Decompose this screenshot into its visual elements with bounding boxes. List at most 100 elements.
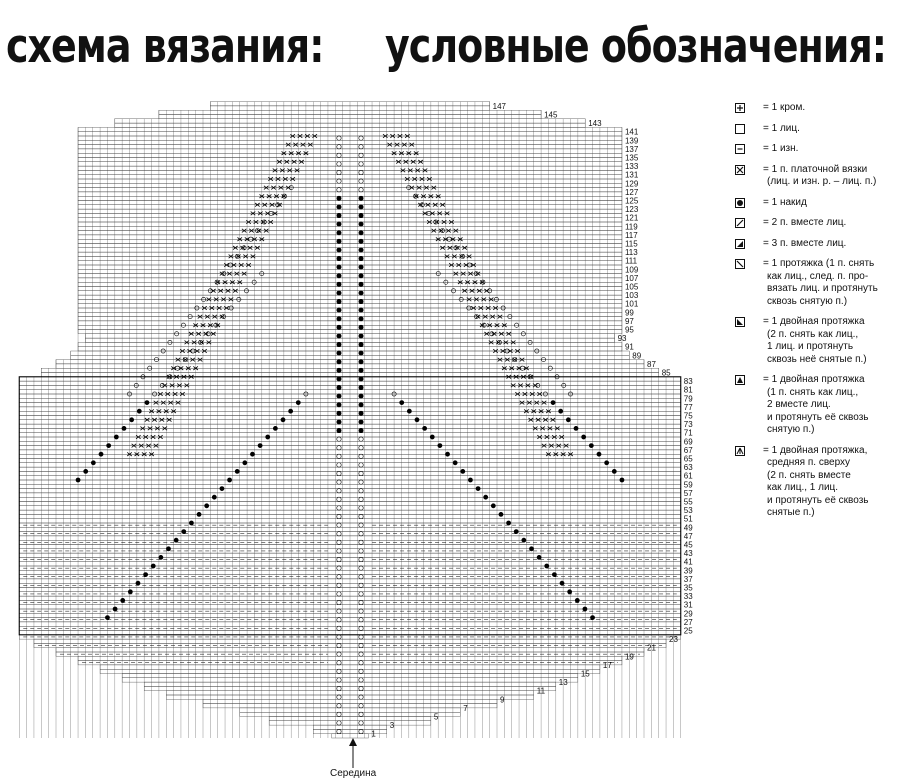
yarn-over-mark [336, 462, 342, 468]
yarn-over-mark [547, 365, 553, 371]
double-skp-k2tog-icon [735, 375, 745, 385]
garter-stitch-mark [535, 417, 541, 422]
yarn-over-mark [358, 152, 364, 158]
garter-stitch-mark [428, 194, 434, 199]
yarn-over-mark [336, 668, 342, 674]
yarn-over-mark [336, 402, 342, 408]
garter-stitch-mark [520, 374, 527, 379]
yarn-over-mark [399, 400, 405, 405]
yarn-over-mark [336, 548, 342, 554]
garter-stitch-mark [250, 254, 256, 259]
legend-text: = 1 двойная протяжка, [763, 444, 868, 456]
yarn-over-mark [336, 264, 342, 270]
yarn-over-mark [336, 359, 342, 365]
garter-stitch-mark [448, 262, 454, 268]
garter-stitch-mark [404, 133, 410, 139]
garter-stitch-mark [184, 340, 190, 345]
garter-stitch-mark [506, 374, 512, 379]
garter-stitch-mark [540, 426, 546, 431]
yarn-over-mark [336, 651, 342, 657]
garter-stitch-mark [482, 314, 488, 319]
garter-stitch-mark [181, 374, 187, 379]
garter-stitch-mark [312, 133, 318, 139]
yarn-over-mark [336, 187, 342, 193]
row-number-label: 139 [625, 136, 639, 145]
garter-stitch-mark [151, 417, 158, 422]
yarn-over-mark [336, 694, 342, 700]
garter-stitch-mark [476, 288, 482, 293]
yarn-over-mark [358, 256, 364, 262]
garter-stitch-mark [467, 271, 474, 276]
row-number-label: 25 [684, 627, 693, 636]
yarn-over-mark [241, 245, 247, 251]
yarn-over-mark [336, 574, 342, 580]
row-number-label: 93 [618, 334, 627, 343]
double-skp-icon [735, 317, 745, 327]
garter-stitch-mark [435, 237, 441, 242]
yarn-over-mark [596, 451, 602, 457]
garter-stitch-mark [523, 366, 529, 371]
yarn-over-mark [336, 342, 342, 348]
yarn-over-mark [443, 279, 449, 285]
row-number-label: 21 [647, 644, 656, 653]
garter-stitch-mark [519, 400, 525, 405]
garter-stitch-mark [219, 271, 225, 276]
garter-stitch-mark [303, 151, 309, 156]
garter-stitch-mark [175, 400, 181, 405]
yarn-over-mark [336, 539, 342, 545]
garter-stitch-mark [515, 348, 521, 354]
garter-icon [735, 164, 745, 175]
yarn-over-mark [336, 410, 342, 416]
row-number-label: 99 [625, 308, 634, 317]
garter-stitch-mark [394, 142, 400, 147]
garter-stitch-mark [529, 391, 535, 397]
garter-stitch-mark [271, 185, 277, 190]
garter-stitch-mark [223, 262, 230, 268]
legend-item: = 1 п. платочной вязки(лиц. и изн. р. – … [733, 164, 898, 189]
garter-stitch-mark [431, 185, 437, 190]
garter-stitch-mark [418, 202, 424, 207]
garter-stitch-mark [541, 400, 547, 405]
yarn-over-mark [358, 342, 364, 348]
garter-stitch-mark [407, 168, 413, 173]
row-number-label: 97 [625, 317, 634, 326]
yarn-over-mark [221, 314, 226, 319]
garter-stitch-mark [157, 391, 163, 397]
yarn-over-mark [211, 494, 217, 500]
yarn-over-mark [336, 496, 342, 502]
garter-stitch-mark [259, 194, 265, 199]
garter-stitch-mark [425, 202, 431, 207]
yarn-over-mark [358, 608, 364, 614]
yarn-over-mark [358, 591, 364, 597]
yarn-over-mark [358, 694, 364, 700]
garter-stitch-mark [567, 452, 574, 457]
garter-stitch-mark [225, 288, 231, 293]
garter-stitch-mark [465, 280, 471, 285]
garter-stitch-mark [200, 323, 206, 328]
garter-stitch-mark [494, 323, 500, 328]
yarn-over-mark [358, 213, 364, 219]
garter-stitch-mark [226, 271, 233, 276]
row-number-label: 89 [632, 351, 641, 360]
garter-stitch-mark [422, 211, 428, 216]
yarn-over-mark [336, 686, 342, 692]
garter-stitch-mark [256, 228, 262, 233]
yarn-over-mark [336, 204, 342, 210]
garter-stitch-mark [398, 151, 404, 156]
yarn-over-mark [182, 357, 188, 362]
garter-stitch-mark [206, 340, 212, 345]
row-number-label: 123 [625, 205, 639, 214]
yarn-over-mark [257, 443, 263, 448]
yarn-over-mark [611, 468, 617, 474]
yarn-over-mark [358, 574, 364, 580]
yarn-over-mark [358, 548, 364, 554]
garter-stitch-mark [554, 426, 560, 431]
garter-stitch-mark [470, 305, 477, 311]
garter-stitch-mark [193, 366, 199, 371]
chart-title: схема вязания: [6, 18, 324, 74]
garter-stitch-mark [300, 142, 306, 147]
garter-stitch-mark [143, 434, 149, 440]
yarn-over-mark [336, 479, 342, 485]
row-number-label: 103 [625, 291, 639, 300]
garter-stitch-mark [534, 400, 540, 405]
